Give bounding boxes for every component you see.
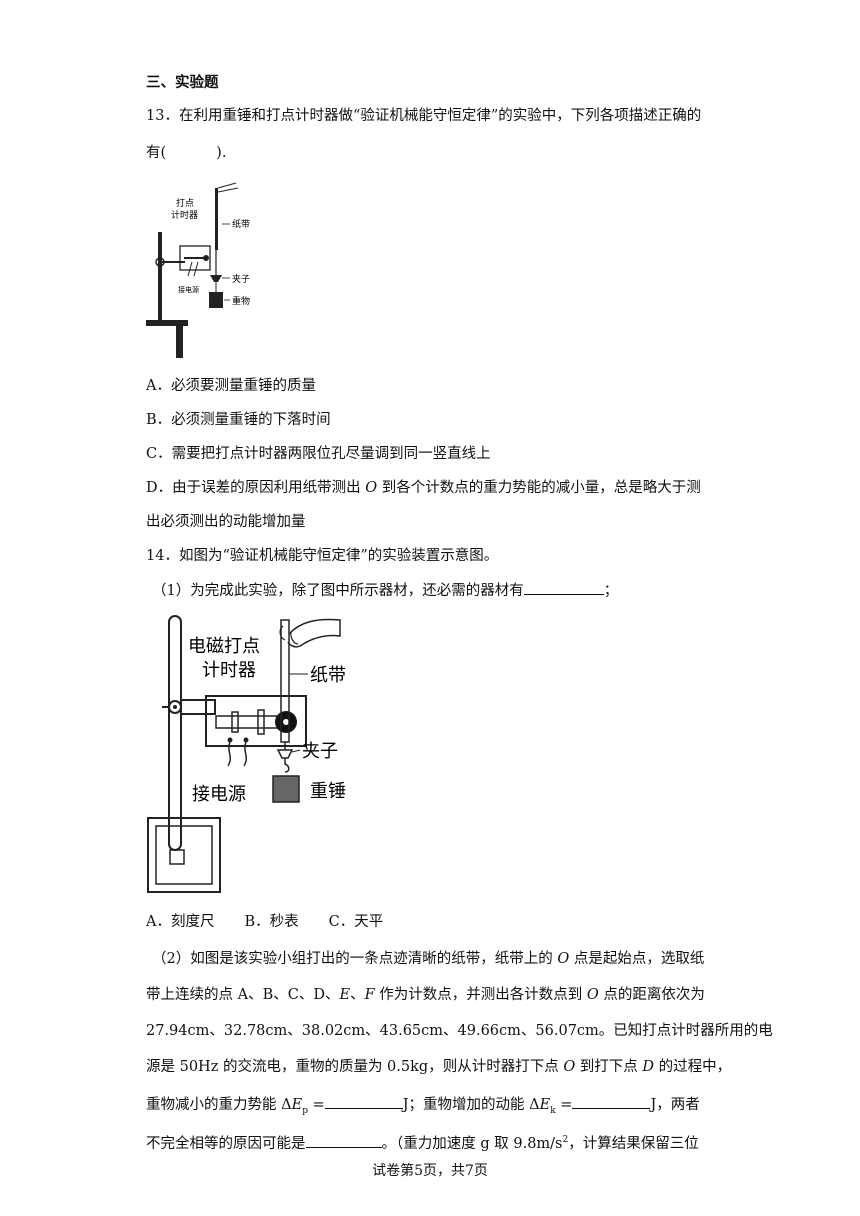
- fig1-timer-box: [179, 245, 211, 271]
- fig1-clip: [210, 275, 222, 282]
- q13-option-b: B．必须测量重锤的下落时间: [146, 412, 331, 428]
- q14-part2-line2: 带上连续的点 A、B、C、D、E、F 作为计数点，并测出各计数点到 O 点的距离…: [146, 987, 705, 1003]
- q14-part1-choices: A．刻度尺 B．秒表 C．天平: [146, 912, 383, 932]
- fig1-label-weight: 重物: [232, 295, 250, 307]
- fig1-label-clip: 夹子: [232, 273, 250, 285]
- q13-option-c: C．需要把打点计时器两限位孔尽量调到同一竖直线上: [146, 446, 491, 462]
- fig1-label-timer-1: 打点: [176, 197, 194, 209]
- fig1-label-tape: 纸带: [232, 218, 250, 230]
- q13-stem-line1: 13．在利用重锤和打点计时器做“验证机械能守恒定律”的实验中，下列各项描述正确的: [146, 108, 702, 124]
- fig2-weight: [272, 775, 300, 803]
- q14-ep-blank: [324, 1094, 403, 1109]
- q14-part2-line3: 27.94cm、32.78cm、38.02cm、43.65cm、49.66cm、…: [146, 1023, 773, 1039]
- section-title: 三、实验题: [146, 74, 219, 91]
- fig2-label-tape: 纸带: [310, 665, 346, 686]
- q14-part2-line4: 源是 50Hz 的交流电，重物的质量为 0.5kg，则从计时器打下点 O 到打下…: [146, 1059, 732, 1075]
- q14-part2-line5: 重物减小的重力势能 ΔEp =J；重物增加的动能 ΔEk =J，两者: [146, 1094, 700, 1121]
- fig2-timer-box: [205, 695, 307, 747]
- fig2-stand-rod: [168, 615, 182, 851]
- fig2-label-power: 接电源: [192, 784, 246, 805]
- fig1-table-leg: [176, 326, 183, 358]
- fig2-label-weight: 重锤: [310, 781, 346, 802]
- fig1-weight: [209, 292, 223, 308]
- fig1-tape: [215, 188, 218, 250]
- q14-apparatus-figure: 电磁打点 计时器 纸带 夹子 接电源 重锤: [147, 615, 346, 893]
- q14-choice-a: A．刻度尺: [146, 914, 215, 930]
- fig2-hand: [287, 618, 341, 648]
- q13-option-a: A．必须要测量重锤的质量: [146, 378, 316, 394]
- q13-stem-line2: 有().: [146, 145, 227, 161]
- fig2-clip: [276, 749, 294, 759]
- fig2-label-clip: 夹子: [302, 741, 338, 762]
- page-footer: 试卷第5页，共7页: [372, 1163, 488, 1179]
- fig1-table-top: [146, 320, 188, 326]
- q14-choice-b: B．秒表: [244, 914, 299, 930]
- q13-option-d: D．由于误差的原因利用纸带测出 O 到各个计数点的重力势能的减小量，总是略大于测: [146, 480, 701, 496]
- q14-choice-c: C．天平: [328, 914, 384, 930]
- q14-stem: 14．如图为“验证机械能守恒定律”的实验装置示意图。: [146, 548, 499, 564]
- fig1-label-timer-2: 计时器: [171, 209, 198, 221]
- q13-option-d-line2: 出必须测出的动能增加量: [146, 514, 306, 530]
- q13-apparatus-figure: 打点 计时器 纸带 夹子 重物 接电源: [146, 182, 250, 358]
- q14-reason-blank: [305, 1133, 382, 1148]
- q14-part2-line6: 不完全相等的原因可能是。（重力加速度 g 取 9.8m/s2，计算结果保留三位: [146, 1130, 699, 1154]
- fig1-label-power: 接电源: [178, 285, 199, 294]
- q14-part1-blank: [523, 580, 604, 595]
- q14-part1: （1）为完成此实验，除了图中所示器材，还必需的器材有；: [152, 580, 618, 601]
- fig2-base: [147, 817, 221, 893]
- fig2-label-timer-1: 电磁打点: [188, 636, 260, 657]
- fig2-label-timer-2: 计时器: [202, 660, 256, 681]
- q14-part2-line1: （2）如图是该实验小组打出的一条点迹清晰的纸带，纸带上的 O 点是起始点，选取纸: [152, 951, 705, 967]
- q14-ek-blank: [572, 1094, 651, 1109]
- fig1-stand-rod: [158, 232, 162, 320]
